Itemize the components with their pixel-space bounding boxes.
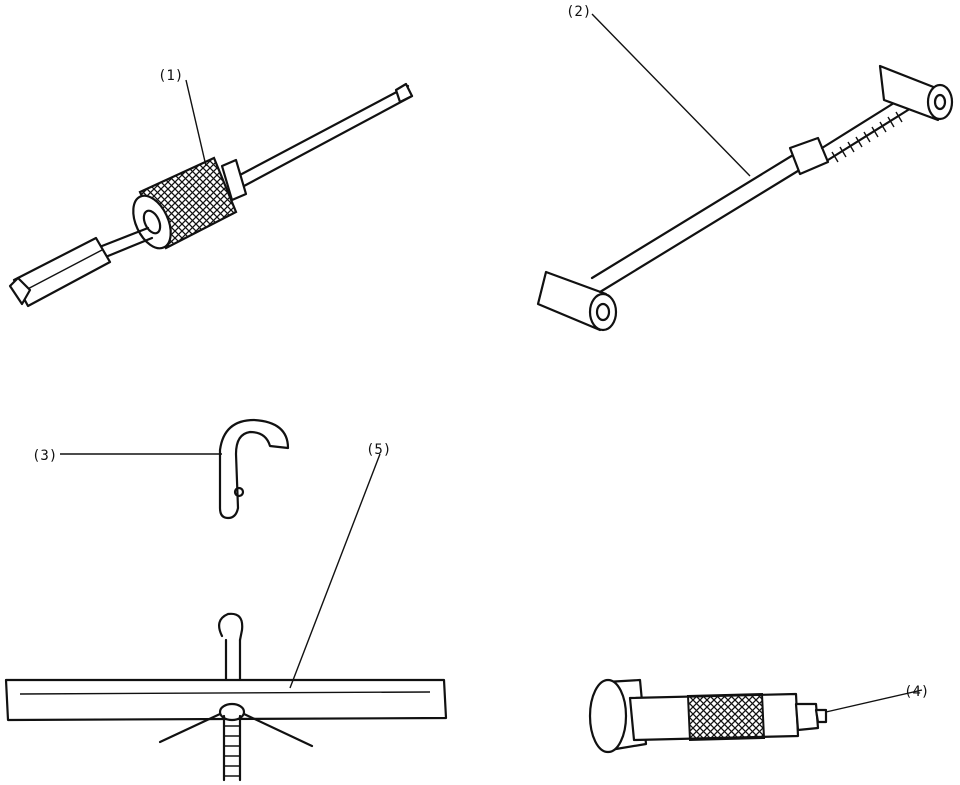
slide-hammer-tool: (1) (8, 68, 414, 308)
puller-bar-tool: (2) (536, 4, 954, 332)
callout-tool-3: (3) (32, 448, 57, 464)
callout-tool-5: (5) (366, 442, 391, 458)
hook-bar-tool: (5) (4, 442, 448, 782)
callout-tool-1: (1) (158, 68, 183, 84)
knurled-weight (132, 156, 238, 250)
driver-tool: (4) (588, 678, 929, 754)
clip-tool: (3) (32, 418, 290, 520)
callout-tool-4: (4) (904, 684, 929, 700)
callout-tool-2: (2) (566, 4, 591, 20)
